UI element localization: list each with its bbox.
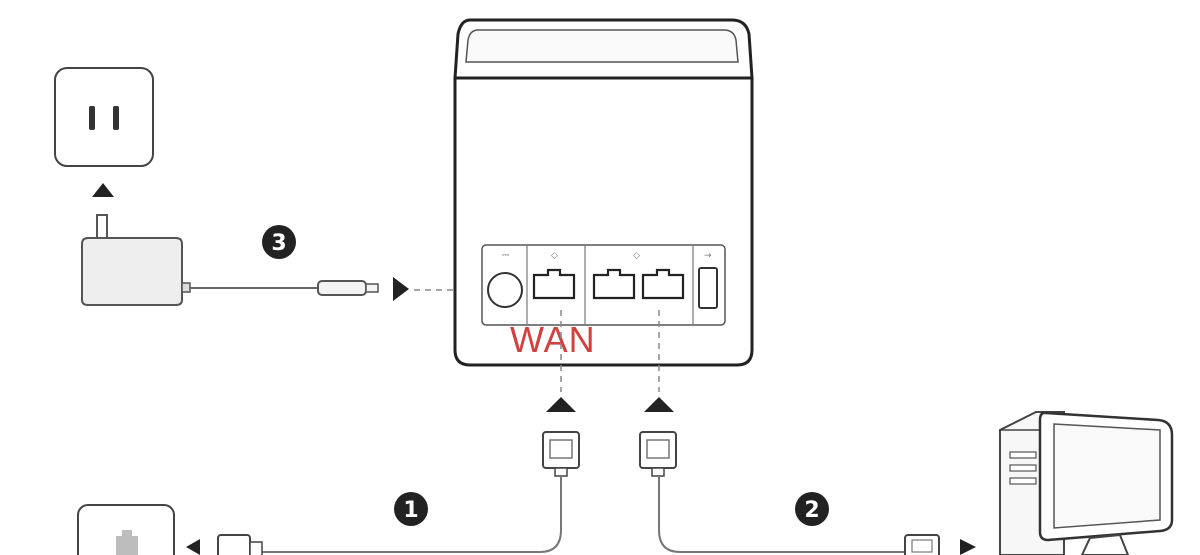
lan-port-2-icon [641, 268, 685, 300]
rj45-plug-modem-icon [217, 534, 263, 555]
rj45-plug-lan-icon [639, 431, 677, 477]
switch-slot-icon [698, 267, 718, 309]
svg-text:◇: ◇ [551, 251, 558, 261]
step-badge-1: 1 [394, 492, 428, 526]
svg-text:2: 2 [804, 498, 819, 523]
right-arrow-pc-icon [960, 539, 976, 555]
right-arrow-power-icon [393, 277, 409, 301]
step-badge-2: 2 [795, 492, 829, 526]
svg-text:⎓: ⎓ [502, 251, 509, 261]
wan-port-icon [532, 268, 576, 300]
router-icon: ⎓ ◇ ◇ → [453, 18, 754, 367]
dc-plug-icon [317, 280, 379, 296]
up-arrow-wan-icon [546, 397, 576, 412]
lan-port-1-icon [592, 268, 636, 300]
computer-icon [999, 411, 1174, 555]
left-arrow-modem-icon [186, 539, 200, 555]
svg-text:→: → [704, 251, 712, 261]
modem-icon [77, 504, 175, 555]
rj45-plug-pc-icon [904, 534, 940, 555]
svg-text:3: 3 [271, 231, 286, 256]
wan-label: WAN [510, 319, 596, 360]
power-adapter-icon [81, 214, 191, 306]
wall-outlet-icon [54, 67, 154, 167]
power-jack-icon [487, 272, 523, 308]
rj45-plug-wan-icon [542, 431, 580, 477]
svg-text:◇: ◇ [633, 251, 640, 261]
step-badge-3: 3 [262, 225, 296, 259]
up-arrow-lan-icon [644, 397, 674, 412]
wan-cable [262, 476, 562, 553]
up-arrow-outlet-icon [92, 183, 114, 197]
lan-cable [658, 476, 905, 553]
svg-text:1: 1 [403, 498, 418, 523]
